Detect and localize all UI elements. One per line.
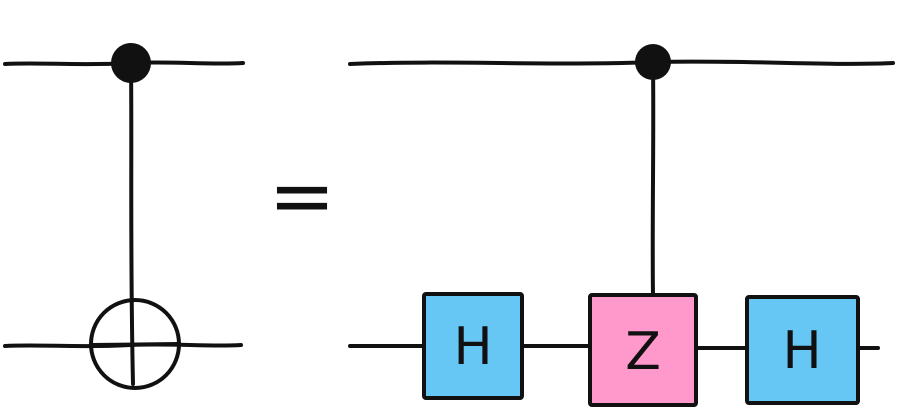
controlled-z-gate-label: Z — [625, 322, 661, 382]
cz-vertical-connector — [650, 62, 656, 298]
hadamard-gate-left-label: H — [453, 317, 492, 377]
cnot-circuit — [3, 43, 245, 390]
hadamard-gate-right: H — [745, 295, 860, 405]
hadamard-gate-left: H — [422, 292, 524, 400]
controlled-z-gate-box — [588, 293, 698, 407]
hadamard-gate-right-box — [745, 295, 860, 405]
target-oplus-horizontal — [90, 342, 180, 347]
hadamard-gate-left-box — [422, 292, 524, 400]
cnot-vertical-connector — [129, 62, 135, 386]
cz-control-dot — [635, 44, 671, 80]
hadamard-gate-right-label: H — [782, 321, 821, 381]
hzh-circuit: H Z H — [348, 44, 895, 407]
controlled-z-gate: Z — [588, 293, 698, 407]
control-dot — [111, 43, 151, 83]
hzh-control-wire — [348, 59, 895, 66]
equals-sign: = — [268, 150, 335, 243]
